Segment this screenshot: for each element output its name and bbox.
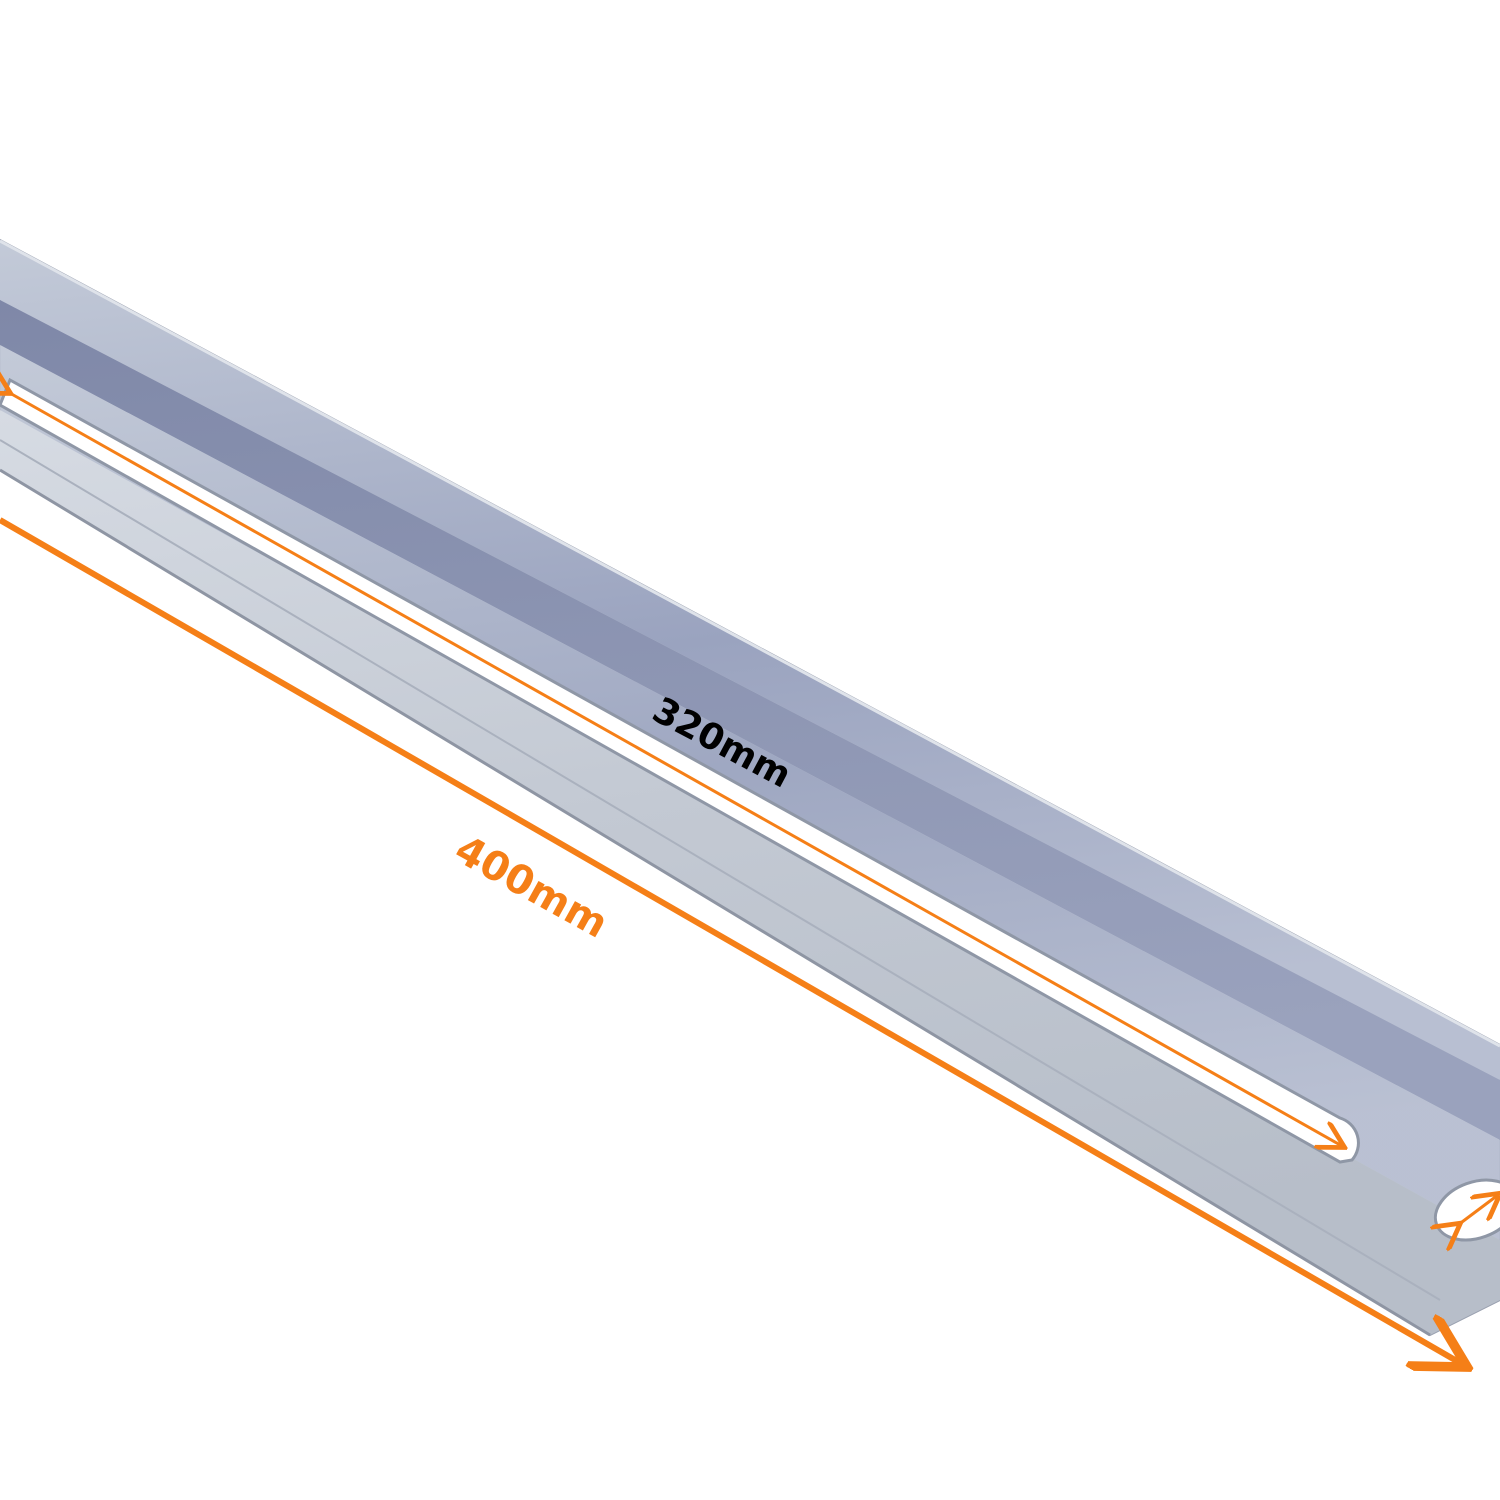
overall-length-label: 400mm [447,827,615,948]
overall-length-arrow [0,517,1462,1364]
hole-diameter-arrow [1458,1195,1498,1225]
slot-length-arrow [8,392,1342,1146]
slot-length-label: 320mm [646,690,798,797]
